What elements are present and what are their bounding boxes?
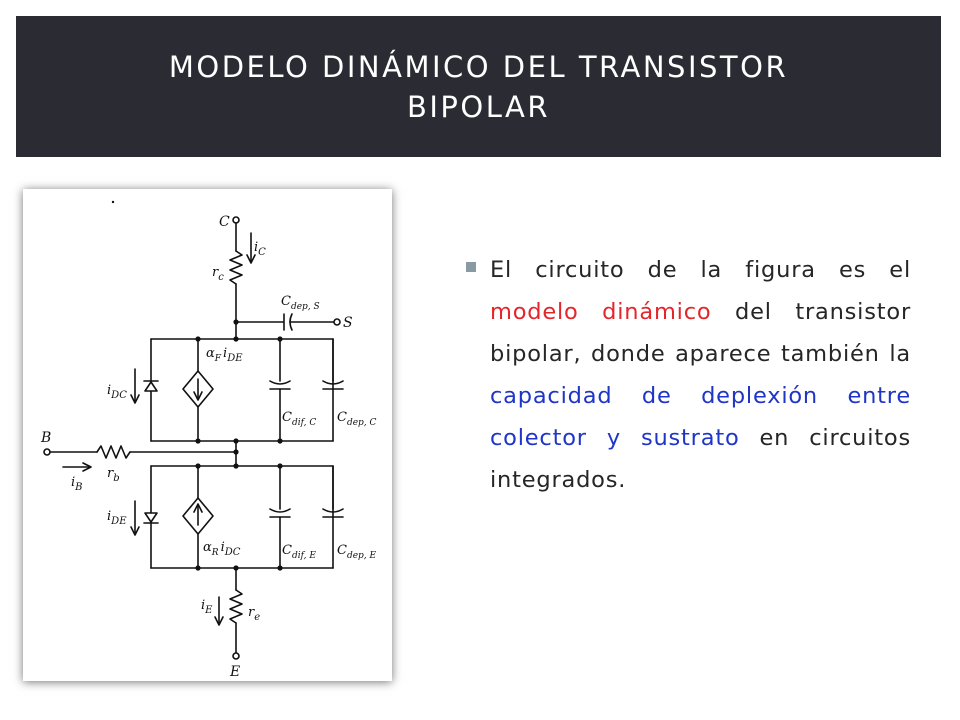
emitter-terminal <box>232 652 240 660</box>
slide-title-line-1: MODELO DINÁMICO DEL TRANSISTOR <box>168 49 789 84</box>
label-node-c: C <box>219 214 230 230</box>
square-bullet-icon <box>466 262 476 272</box>
label-re: re <box>248 605 260 623</box>
paragraph-part-1: El circuito de la figura es el <box>490 257 911 283</box>
highlight-capacidad-deplexion: capacidad de deplexión entre colector y … <box>490 383 911 451</box>
label-cdif-c: Cdif, C <box>282 410 316 428</box>
resistor-re <box>229 589 243 624</box>
diode-bc <box>144 381 158 392</box>
label-rc: rc <box>212 265 224 283</box>
diode-be <box>144 512 158 523</box>
body-text: El circuito de la figura es el modelo di… <box>466 249 912 501</box>
label-node-b: B <box>40 430 51 446</box>
label-node-e: E <box>229 664 240 680</box>
label-ib: iB <box>71 475 83 493</box>
slide-title-line-2: BIPOLAR <box>406 89 551 124</box>
label-ic: iC <box>254 240 266 258</box>
label-cdep-s: Cdep, S <box>281 294 320 312</box>
title-bar: MODELO DINÁMICO DEL TRANSISTOR BIPOLAR <box>16 16 941 157</box>
label-ide: iDE <box>107 509 127 527</box>
label-idc: iDC <box>107 383 127 401</box>
label-cdep-c: Cdep, C <box>337 410 377 428</box>
label-cdif-e: Cdif, E <box>282 543 316 561</box>
highlight-modelo-dinamico: modelo dinámico <box>490 299 712 325</box>
substrate-terminal <box>333 318 341 326</box>
paragraph-part-2: del transistor bipolar, donde aparece ta… <box>490 299 911 367</box>
base-terminal <box>43 448 51 456</box>
paragraph-part-3: en circuitos integrados. <box>490 425 911 493</box>
label-rb: rb <box>107 466 120 484</box>
resistor-rc <box>229 250 243 285</box>
resistor-rb <box>96 445 131 459</box>
collector-terminal <box>232 216 240 224</box>
label-cdep-e: Cdep, E <box>337 543 377 561</box>
label-node-s: S <box>343 315 353 331</box>
circuit-junction-dots <box>111 200 283 571</box>
label-ie: iE <box>201 598 213 616</box>
body-paragraph: El circuito de la figura es el modelo di… <box>490 249 911 501</box>
